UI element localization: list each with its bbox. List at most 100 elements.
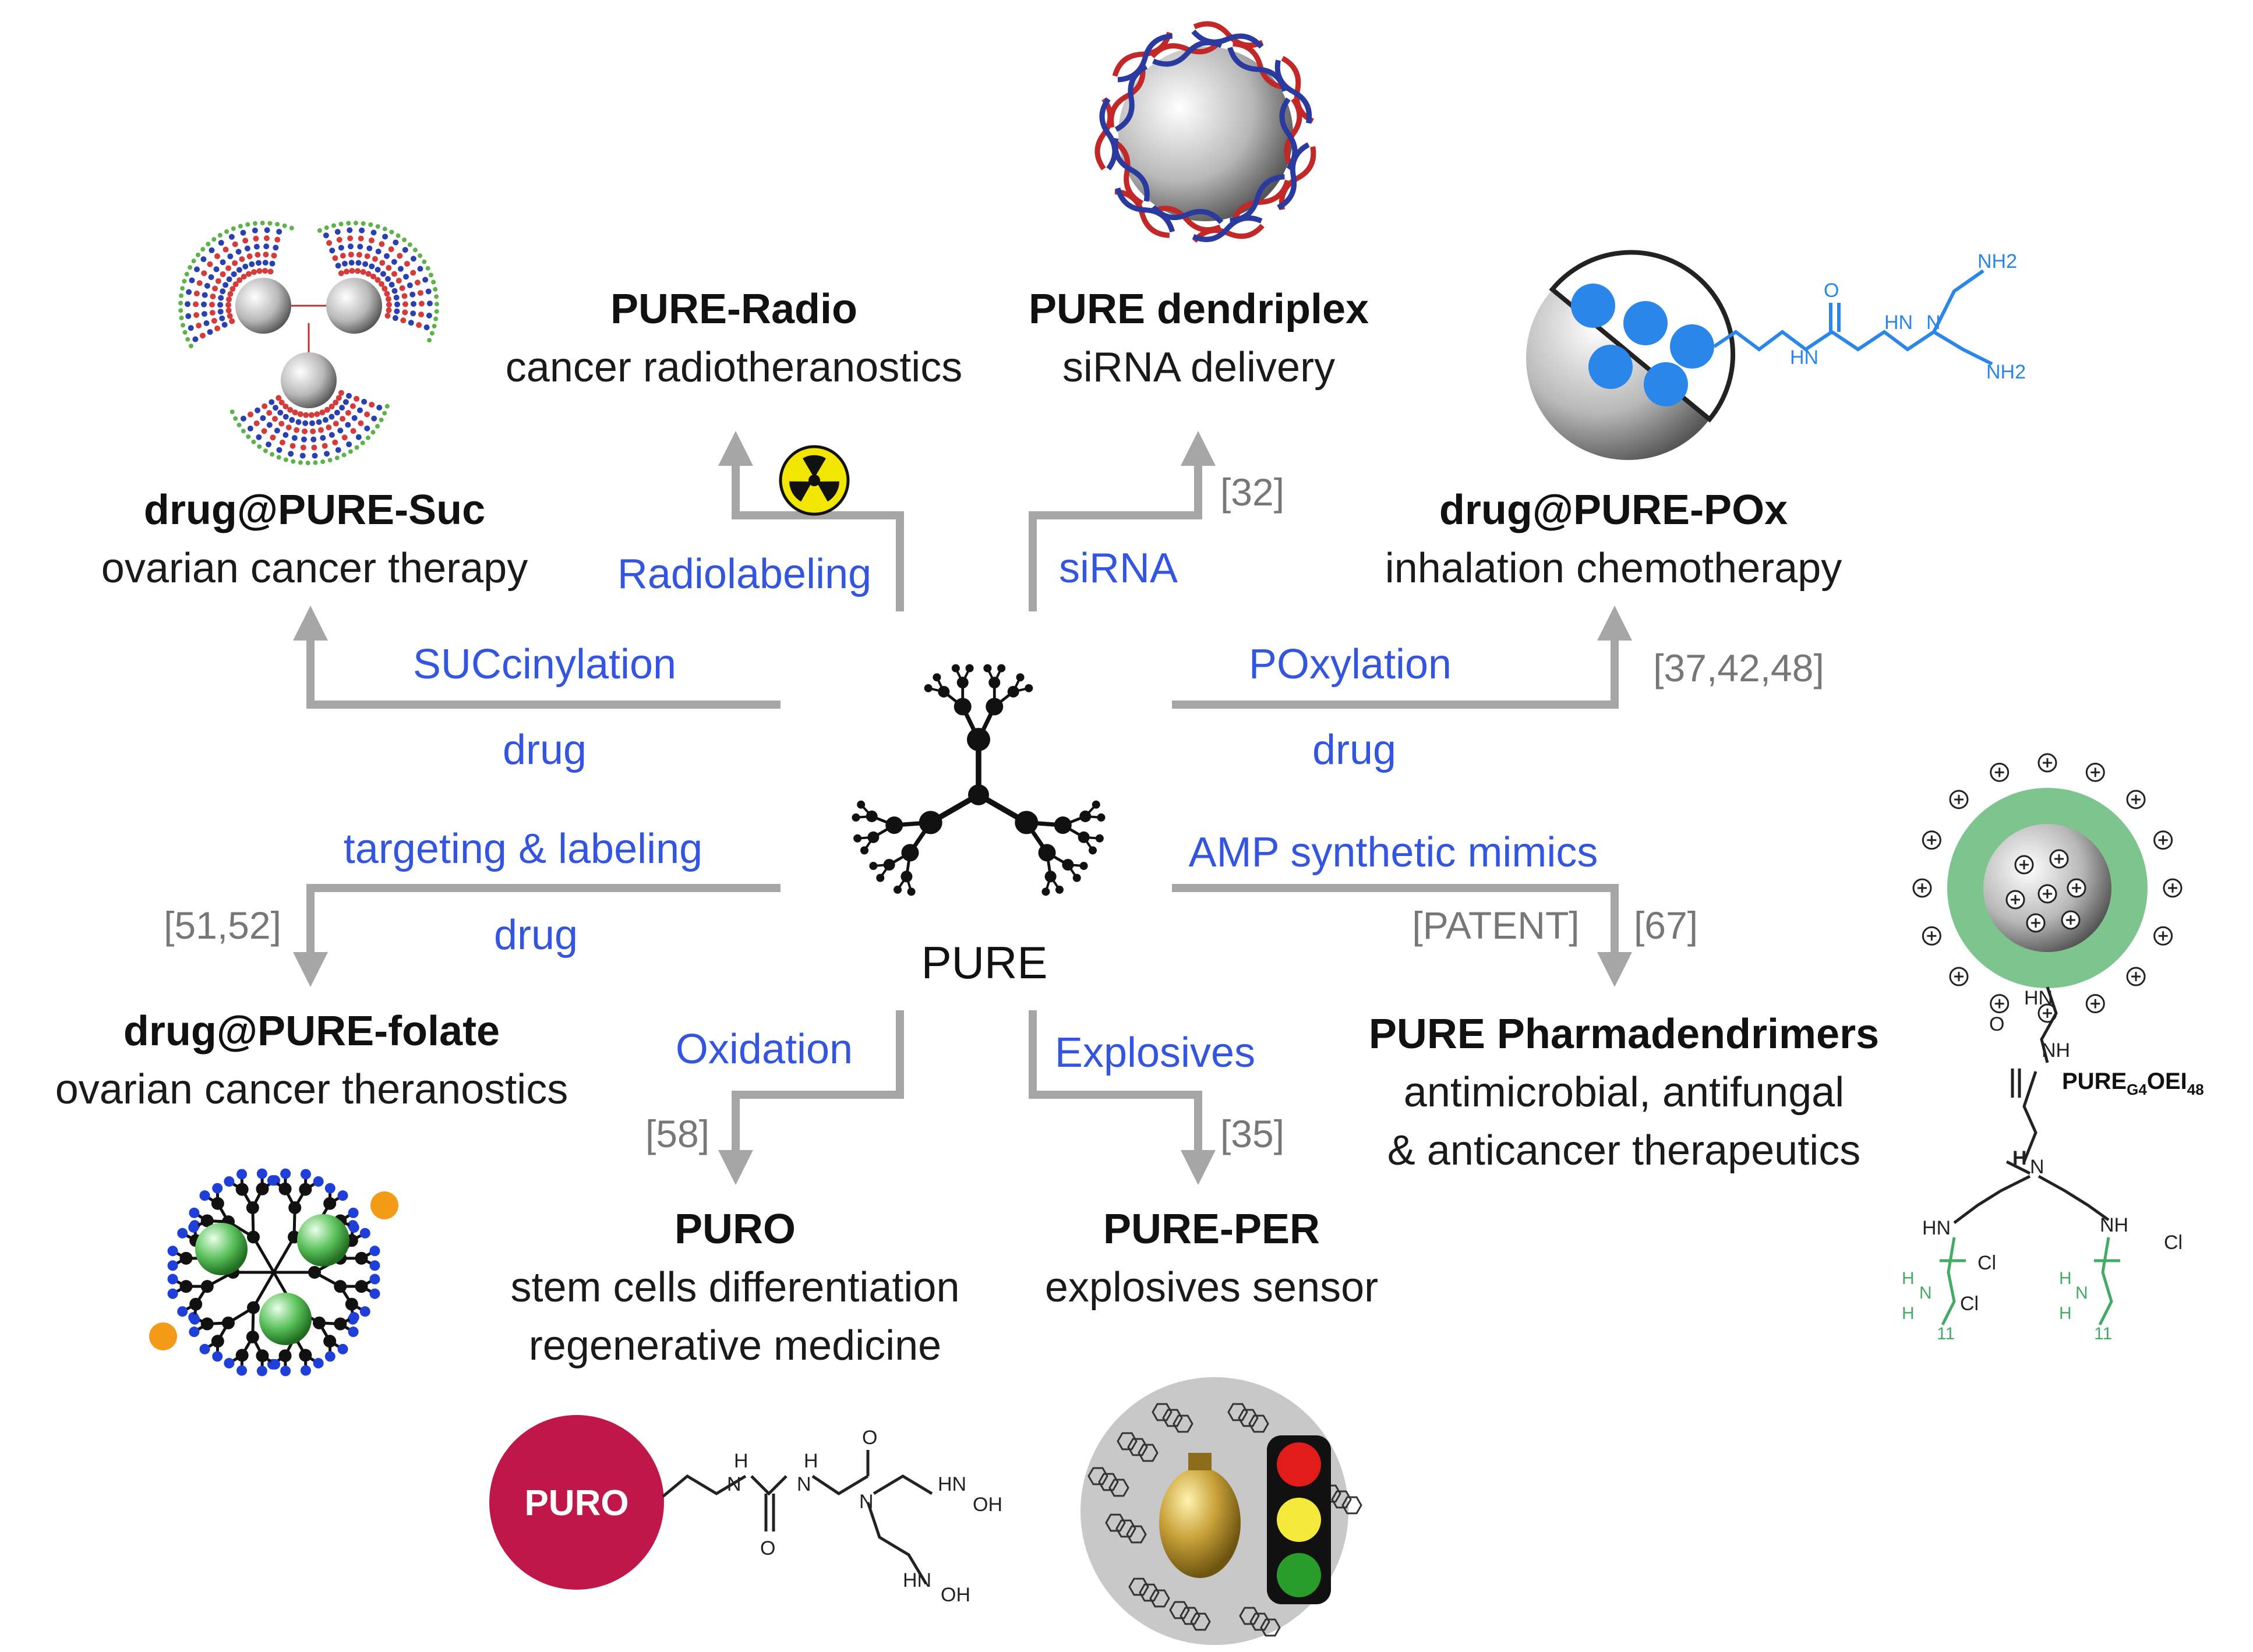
subtitle-pox: inhalation chemotherapy	[1385, 545, 1842, 592]
grenade-icon	[1159, 1453, 1241, 1578]
route-targeting: targeting & labeling	[344, 826, 702, 872]
title-dendriplex: PURE dendriplex	[1029, 286, 1369, 332]
title-pox: drug@PURE-POx	[1439, 487, 1788, 533]
route-oxidation: Oxidation	[676, 1026, 853, 1073]
pharma-cl-1: Cl	[1977, 1252, 1996, 1274]
arrows	[293, 431, 1632, 1185]
pharma-11-right: 11	[2094, 1324, 2112, 1343]
ref-patent: [PATENT]	[1412, 904, 1579, 947]
subtitle-puro-2: regenerative medicine	[529, 1322, 941, 1369]
pharma-formula: PUREG4OEI48	[2062, 1069, 2204, 1098]
puro-badge-label: PURO	[524, 1483, 628, 1523]
route-folate-drug: drug	[494, 912, 578, 958]
title-per: PURE-PER	[1103, 1206, 1320, 1253]
subtitle-dendriplex: siRNA delivery	[1062, 344, 1335, 391]
ref-puro: [58]	[645, 1112, 709, 1155]
pharma-11-left: 11	[1937, 1324, 1955, 1343]
arrow-amp	[1172, 884, 1619, 952]
ref-pharma: [67]	[1634, 904, 1698, 947]
arrow-oxidation	[732, 1010, 904, 1150]
puro-n-2: N	[797, 1473, 811, 1495]
pharmadendrimer-image: HN O NH H N HN NH Cl Cl Cl H N H 11 H N …	[1902, 753, 2204, 1343]
puro-o: O	[760, 1537, 775, 1559]
subtitle-per: explosives sensor	[1045, 1264, 1378, 1311]
traffic-light-icon	[1267, 1435, 1331, 1604]
product-pox: drug@PURE-POx inhalation chemotherapy	[1385, 487, 1842, 592]
route-succinylation: SUCcinylation	[413, 641, 676, 688]
pharma-n-right: N	[2075, 1283, 2088, 1303]
arrow-explosives	[1029, 1010, 1202, 1150]
center-label: PURE	[921, 937, 1048, 988]
pharma-h: H	[2012, 1147, 2027, 1169]
puro-o-minus: O	[862, 1427, 877, 1449]
route-explosives: Explosives	[1055, 1030, 1255, 1076]
subtitle-radio: cancer radiotheranostics	[506, 344, 962, 391]
product-puro: PURO stem cells differentiation regenera…	[510, 1206, 959, 1369]
route-poxylation: POxylation	[1249, 641, 1452, 688]
ref-per: [35]	[1220, 1112, 1284, 1155]
pox-hn-2: HN	[1884, 312, 1913, 334]
pharma-nh-1: NH	[2042, 1039, 2070, 1062]
subtitle-puro-1: stem cells differentiation	[510, 1264, 959, 1311]
pharma-h-left-1: H	[1902, 1269, 1915, 1288]
pox-n: N	[1926, 312, 1941, 334]
pox-o: O	[1824, 280, 1839, 302]
arrow-targeting	[306, 884, 781, 952]
subtitle-folate: ovarian cancer theranostics	[55, 1066, 568, 1113]
ref-folate: [51,52]	[164, 904, 281, 947]
pharma-n-left: N	[1919, 1283, 1932, 1303]
title-pharma: PURE Pharmadendrimers	[1369, 1011, 1879, 1057]
pharma-nh-2: NH	[2100, 1214, 2128, 1236]
title-folate: drug@PURE-folate	[123, 1008, 500, 1055]
ref-dendriplex: [32]	[1220, 471, 1284, 514]
title-suc: drug@PURE-Suc	[144, 487, 485, 533]
arrow-sirna	[1029, 466, 1202, 611]
suc-dendrimer-image	[178, 221, 439, 465]
puro-h-1: H	[734, 1450, 748, 1472]
route-sirna: siRNA	[1059, 545, 1178, 592]
pharma-hn-1: HN	[2024, 987, 2053, 1009]
per-sensor-image	[1080, 1377, 1362, 1645]
product-suc: drug@PURE-Suc ovarian cancer therapy	[101, 487, 528, 592]
arrow-poxylation	[1172, 641, 1619, 709]
pox-nh2-a: NH2	[1977, 250, 2017, 273]
puro-structure: PURO H N N H O N O HN OH HN OH	[489, 1415, 1002, 1606]
subtitle-pharma-2: & anticancer therapeutics	[1387, 1127, 1860, 1174]
pharma-h-left-2: H	[1902, 1304, 1915, 1323]
pox-hn: HN	[1790, 346, 1818, 369]
title-puro: PURO	[675, 1206, 796, 1253]
pharma-h-right-2: H	[2059, 1304, 2072, 1323]
route-suc-drug: drug	[503, 727, 587, 773]
arrow-succinylation	[306, 641, 781, 709]
puro-h-2: H	[804, 1450, 818, 1472]
puro-n-1: N	[727, 1473, 741, 1495]
pox-particle-image: O HN HN N NH2 NH2	[1526, 250, 2026, 460]
pharma-cl-3: Cl	[2164, 1232, 2183, 1254]
product-pharma: PURE Pharmadendrimers antimicrobial, ant…	[1369, 1011, 1879, 1174]
pharma-n-center: N	[2030, 1156, 2044, 1178]
pox-nh2-b: NH2	[1986, 361, 2026, 383]
subtitle-pharma-1: antimicrobial, antifungal	[1404, 1069, 1844, 1116]
puro-oh-2: OH	[941, 1584, 970, 1606]
product-per: PURE-PER explosives sensor	[1045, 1206, 1378, 1311]
radiation-icon	[779, 445, 850, 516]
sirna-strands	[1094, 21, 1316, 243]
folate-dendrimer-image	[149, 1168, 398, 1377]
route-amp: AMP synthetic mimics	[1189, 829, 1598, 876]
ref-pox: [37,42,48]	[1653, 646, 1824, 689]
dendriplex-image	[1094, 21, 1316, 243]
subtitle-suc: ovarian cancer therapy	[101, 545, 528, 592]
pharma-hn-2: HN	[1922, 1217, 1951, 1239]
product-radio: PURE-Radio cancer radiotheranostics	[506, 286, 962, 391]
route-pox-drug: drug	[1312, 727, 1396, 773]
route-radiolabeling: Radiolabeling	[617, 551, 871, 597]
pharma-o: O	[1989, 1013, 2004, 1035]
dendrimer-icon	[852, 664, 1106, 896]
puro-hn-oh: HN	[938, 1473, 966, 1495]
puro-n-center: N	[859, 1491, 874, 1513]
puro-oh-1: OH	[973, 1494, 1002, 1516]
product-folate: drug@PURE-folate ovarian cancer theranos…	[55, 1008, 568, 1113]
title-radio: PURE-Radio	[610, 286, 857, 332]
product-dendriplex: PURE dendriplex siRNA delivery	[1029, 286, 1369, 391]
